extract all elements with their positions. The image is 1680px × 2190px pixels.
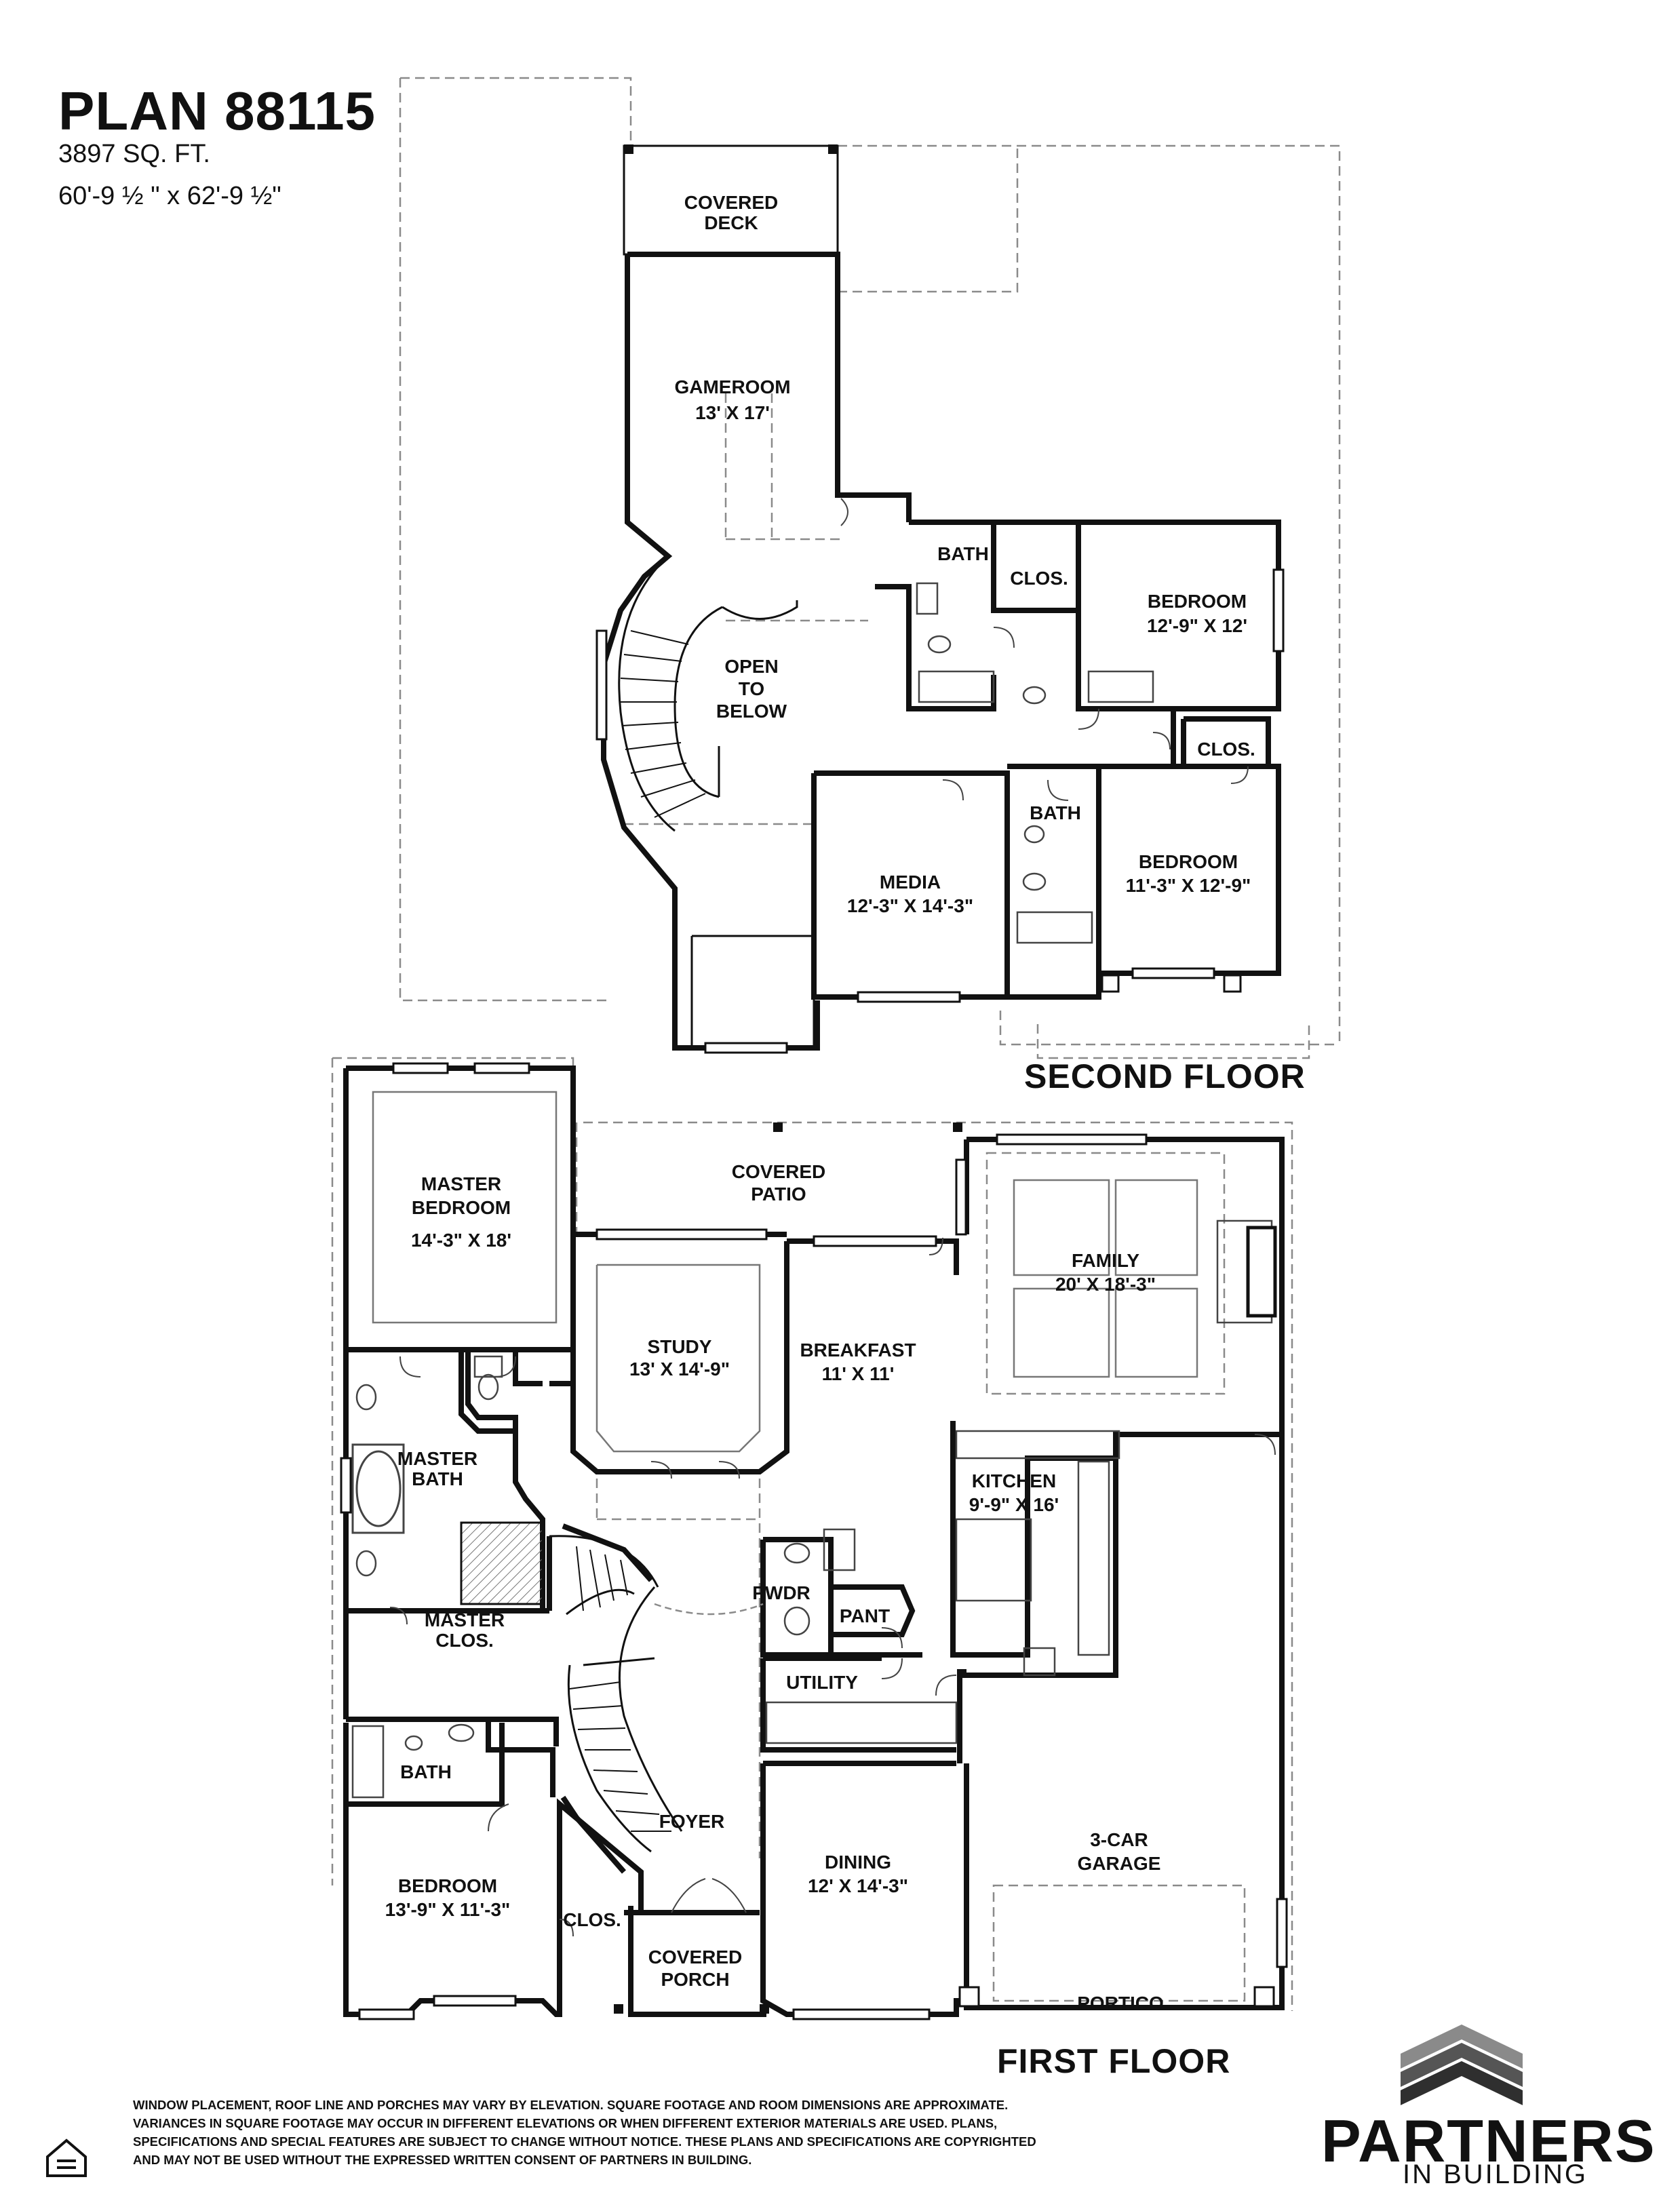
first-floor-label: FIRST FLOOR bbox=[997, 2042, 1231, 2080]
fireplace bbox=[1246, 1226, 1277, 1318]
label-foyer: FOYER bbox=[659, 1811, 724, 1832]
brand-name: PARTNERS bbox=[1321, 2107, 1656, 2174]
portico-post-right bbox=[1253, 1986, 1275, 2008]
equal-housing-icon bbox=[46, 2138, 87, 2177]
disclaimer-line: AND MAY NOT BE USED WITHOUT THE EXPRESSE… bbox=[133, 2153, 752, 2167]
plan-title: PLAN 88115 bbox=[58, 81, 376, 141]
label-bath-upper-2: BATH bbox=[1030, 802, 1081, 823]
disclaimer-line: WINDOW PLACEMENT, ROOF LINE AND PORCHES … bbox=[133, 2098, 1009, 2112]
family-ceiling bbox=[985, 1152, 1226, 1395]
brand-tagline: IN BUILDING bbox=[1403, 2159, 1588, 2189]
disclaimer: WINDOW PLACEMENT, ROOF LINE AND PORCHES … bbox=[133, 2096, 1286, 2169]
second-floor-roofline bbox=[399, 77, 1341, 1059]
deck-post-right bbox=[828, 144, 838, 154]
square-footage: 3897 SQ. FT. bbox=[58, 140, 210, 168]
label-bath-upper: BATH bbox=[937, 543, 989, 564]
family-coffers bbox=[1013, 1179, 1198, 1378]
label-bath-lower: BATH bbox=[400, 1761, 452, 1782]
first-floor-posts bbox=[614, 1122, 962, 2014]
master-ceiling bbox=[372, 1091, 558, 1324]
second-floor-plan bbox=[399, 77, 1341, 1059]
post-1 bbox=[1101, 974, 1120, 993]
second-floor-stair bbox=[618, 555, 798, 832]
master-shower bbox=[460, 1521, 544, 1605]
plan-dimensions: 60'-9 ½ " x 62'-9 ½" bbox=[58, 182, 281, 210]
label-clos-lower: CLOS. bbox=[563, 1909, 621, 1930]
study-ceiling bbox=[595, 1264, 761, 1453]
first-floor-fixtures bbox=[351, 1219, 1273, 1799]
portico-post-left bbox=[958, 1986, 980, 2008]
first-floor-plan bbox=[331, 498, 1293, 2020]
master-tub-deck bbox=[351, 1443, 405, 1534]
first-floor-windows bbox=[340, 1062, 1288, 2020]
foyer-arc bbox=[654, 1603, 764, 1616]
post-2 bbox=[1223, 974, 1242, 993]
deck-post-left bbox=[624, 144, 633, 154]
second-floor-fixtures bbox=[916, 582, 1154, 944]
first-floor-stair bbox=[549, 1535, 683, 1853]
label-utility: UTILITY bbox=[786, 1672, 858, 1693]
disclaimer-line: VARIANCES IN SQUARE FOOTAGE MAY OCCUR IN… bbox=[133, 2116, 998, 2130]
door-swings bbox=[389, 498, 1276, 1937]
partners-logo-mark bbox=[1401, 2025, 1523, 2105]
second-floor-walls bbox=[601, 252, 1281, 1051]
second-floor-bay bbox=[690, 935, 815, 1048]
second-floor-windows bbox=[595, 568, 1285, 1054]
label-pant: PANT bbox=[840, 1605, 890, 1626]
label-pwdr: PWDR bbox=[752, 1582, 810, 1603]
label-clos-upper: CLOS. bbox=[1010, 568, 1068, 589]
first-floor-roofline bbox=[331, 1057, 1293, 2011]
disclaimer-line: SPECIFICATIONS AND SPECIAL FEATURES ARE … bbox=[133, 2134, 1036, 2149]
label-portico: PORTICO bbox=[1077, 1993, 1164, 2014]
master-tub bbox=[355, 1450, 402, 1527]
second-floor-label: SECOND FLOOR bbox=[1024, 1057, 1306, 1095]
garage-door bbox=[992, 1884, 1246, 2002]
label-clos-upper-2: CLOS. bbox=[1197, 739, 1255, 760]
